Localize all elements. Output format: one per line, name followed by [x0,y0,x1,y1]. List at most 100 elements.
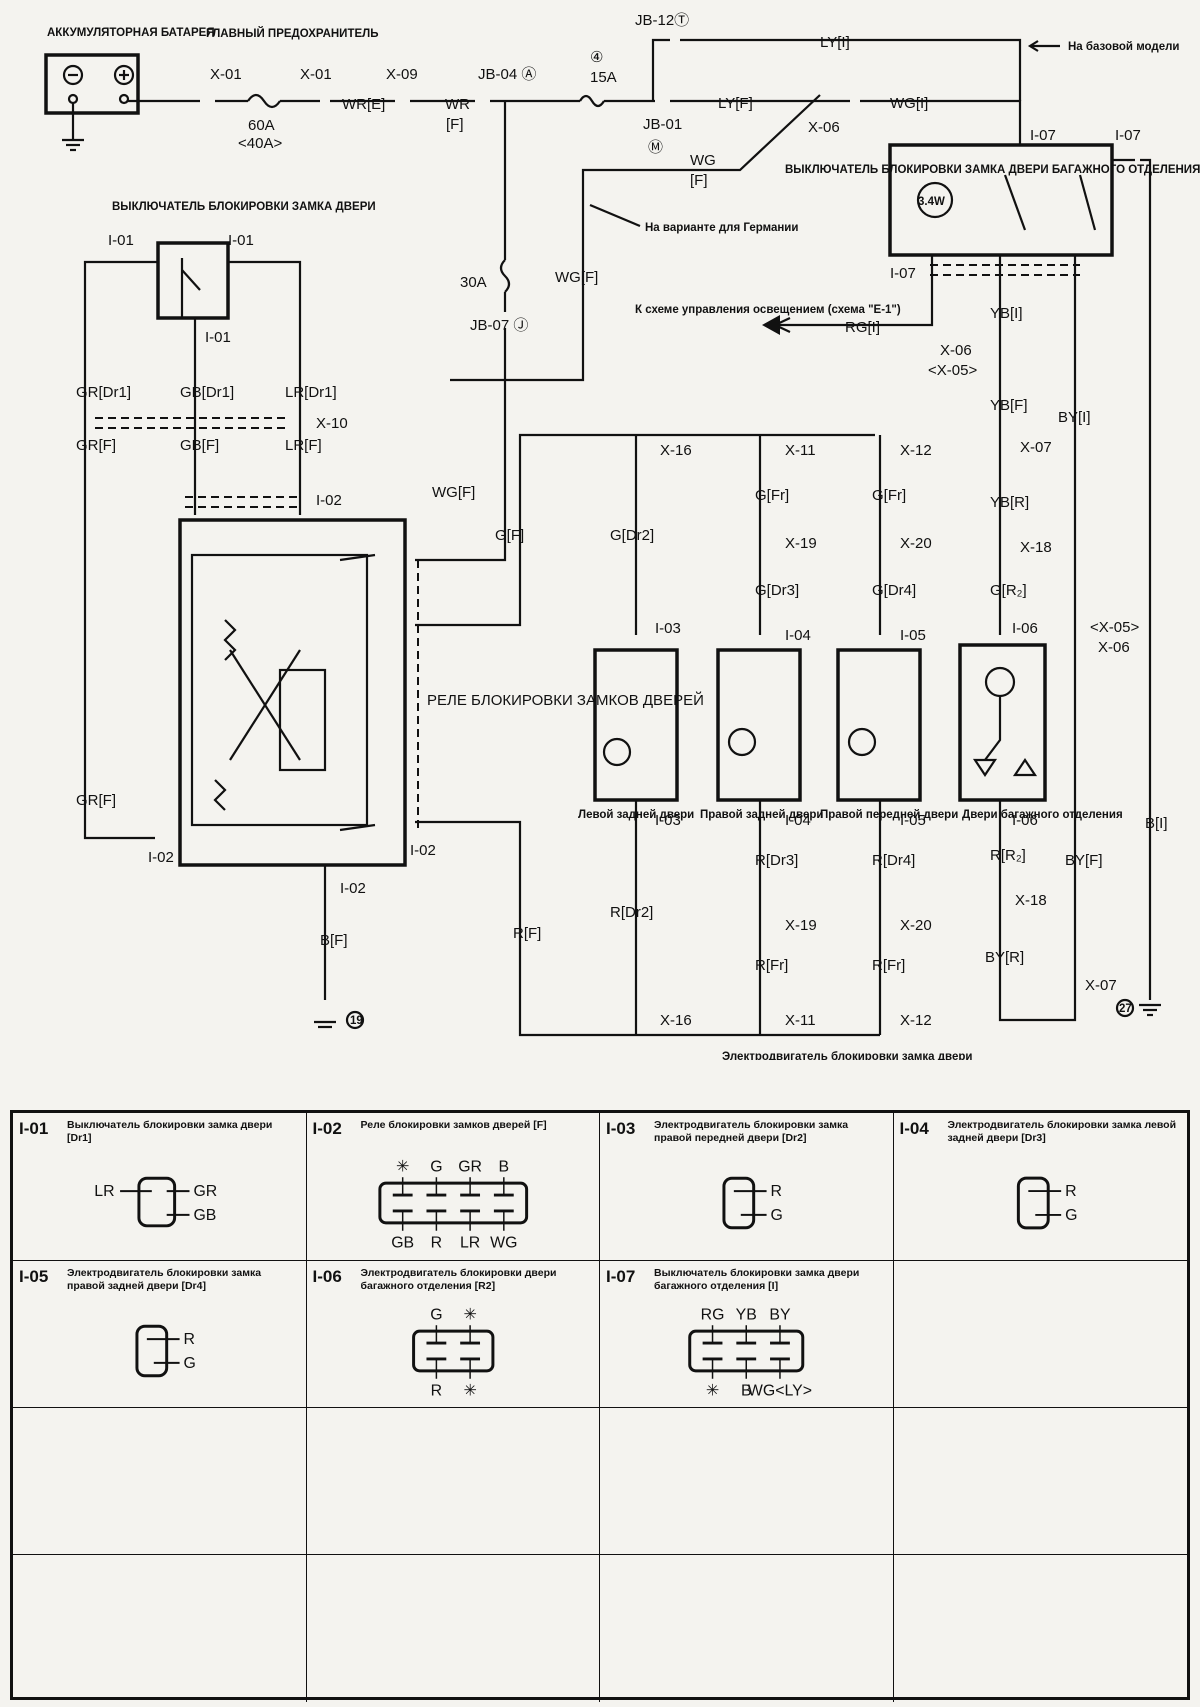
door-lock-switch-label: ВЫКЛЮЧАТЕЛЬ БЛОКИРОВКИ ЗАМКА ДВЕРИ [112,201,376,213]
connector-id: I-01 [19,1119,49,1138]
label-x07b: X-07 [1085,977,1117,994]
pin-label: G [430,1306,442,1323]
ground-19: 19 [350,1015,363,1027]
label-i02b: I-02 [148,849,174,866]
fuse-15a-num: ④ [590,49,603,66]
label-i01b: I-01 [228,232,254,249]
base-model-note: На базовой модели [1068,41,1180,53]
label-x06b: X-06 [940,342,972,359]
connector-id: I-05 [19,1267,49,1286]
label-i01c: I-01 [205,329,231,346]
connector-desc: Электродвигатель блокировки замка правой… [67,1267,262,1292]
label-x01b: X-01 [300,66,332,83]
label-x16: X-16 [660,442,692,459]
motor-column-3 [836,435,922,1035]
label-jb07: JB-07 Ⓙ [470,317,528,334]
label-x20: X-20 [900,535,932,552]
label-jb12: JB-12Ⓣ [635,12,689,29]
label-gr2: G[R₂] [990,582,1027,599]
label-x19: X-19 [785,535,817,552]
pin-label: ✳ [396,1158,409,1175]
motor-rl: Левой задней двери [578,809,694,821]
label-wg-f: [F] [690,172,708,189]
pin-label: ✳ [463,1383,476,1400]
empty-cell [893,1408,1187,1555]
label-ybf: YB[F] [990,397,1028,414]
label-jb01: JB-01 [643,116,682,133]
label-i05: I-05 [900,627,926,644]
fuse-30a: 30A [460,274,487,291]
label-byi: BY[I] [1058,409,1091,426]
label-lyi: LY[I] [820,34,850,51]
relay-label: РЕЛЕ БЛОКИРОВКИ ЗАМКОВ ДВЕРЕЙ [427,691,704,709]
label-i07c: I-07 [890,265,916,282]
label-f-wr: [F] [446,116,464,133]
label-x18: X-18 [1020,539,1052,556]
label-gdr2: G[Dr2] [610,527,654,544]
connector-id: I-04 [899,1119,929,1138]
label-i01a: I-01 [108,232,134,249]
trunk-switch-label: ВЫКЛЮЧАТЕЛЬ БЛОКИРОВКИ ЗАМКА ДВЕРИ БАГАЖ… [785,164,1200,176]
connector-cell: I-05 Электродвигатель блокировки замка пр… [13,1261,307,1408]
label-rfr2: R[Fr] [872,957,905,974]
connector-id: I-06 [312,1267,342,1286]
label-x11b: X-11 [785,1012,816,1029]
label-i05b: I-05 [900,812,926,829]
label-grf2: GR[F] [76,792,116,809]
label-x06: X-06 [808,119,840,136]
label-i03b: I-03 [655,812,681,829]
label-x19b: X-19 [785,917,817,934]
door-lock-switch: ВЫКЛЮЧАТЕЛЬ БЛОКИРОВКИ ЗАМКА ДВЕРИ [112,201,376,320]
label-byr: BY[R] [985,949,1024,966]
pin-label: G [430,1158,442,1175]
label-i07b: I-07 [1115,127,1141,144]
main-fuse-alt: <40A> [238,135,282,152]
battery-label: АККУМУЛЯТОРНАЯ БАТАРЕЯ [47,27,215,39]
empty-cell [600,1555,894,1702]
pin-label: ✳ [463,1306,476,1323]
motor-rr: Правой задней двери [700,809,823,821]
label-i02c: I-02 [410,842,436,859]
motor-column-2 [716,435,802,1035]
label-rdr3: R[Dr3] [755,852,798,869]
label-wg: WG [690,152,716,169]
connector-id: I-03 [606,1119,636,1138]
empty-cell [13,1555,307,1702]
trunk-lock-switch: 3.4W ВЫКЛЮЧАТЕЛЬ БЛОКИРОВКИ ЗАМКА ДВЕРИ … [785,143,1200,257]
pin-label: R [430,1383,441,1400]
motors-caption: Электродвигатель блокировки замка двери [722,1051,972,1060]
pin-label: LR [94,1183,114,1200]
connector-cell: I-01 Выключатель блокировки замка двери [… [13,1113,307,1261]
label-x01a: X-01 [210,66,242,83]
motor-column-1 [593,435,679,1035]
label-rr2: R[R₂] [990,847,1026,864]
pin-label: LR [459,1235,479,1252]
pin-label: WG<LY> [748,1383,812,1400]
empty-cell [893,1261,1187,1408]
label-rdr2: R[Dr2] [610,904,653,921]
pin-label: G [771,1207,783,1224]
wiring-diagram: АККУМУЛЯТОРНАЯ БАТАРЕЯ X-01 X-01 ГЛАВНЫЙ… [44,12,1200,1060]
label-bi: B[I] [1145,815,1168,832]
label-lrdr1: LR[Dr1] [285,384,337,401]
pin-label: YB [736,1306,757,1323]
label-x05c: <X-05> [1090,619,1139,636]
connector-id: I-07 [606,1267,636,1286]
label-i03: I-03 [655,620,681,637]
label-i06b: I-06 [1012,812,1038,829]
label-x05b: <X-05> [928,362,977,379]
label-i07a: I-07 [1030,127,1056,144]
connector-desc: Выключатель блокировки замка двери багаж… [654,1267,860,1292]
connector-desc: Выключатель блокировки замка двери [Dr1] [67,1119,273,1144]
pin-label: G [1065,1207,1077,1224]
label-byf: BY[F] [1065,852,1103,869]
pin-label: R [430,1235,441,1252]
label-wgf2: WG[F] [432,484,475,501]
label-x07: X-07 [1020,439,1052,456]
label-x09: X-09 [386,66,418,83]
label-x10: X-10 [316,415,348,432]
